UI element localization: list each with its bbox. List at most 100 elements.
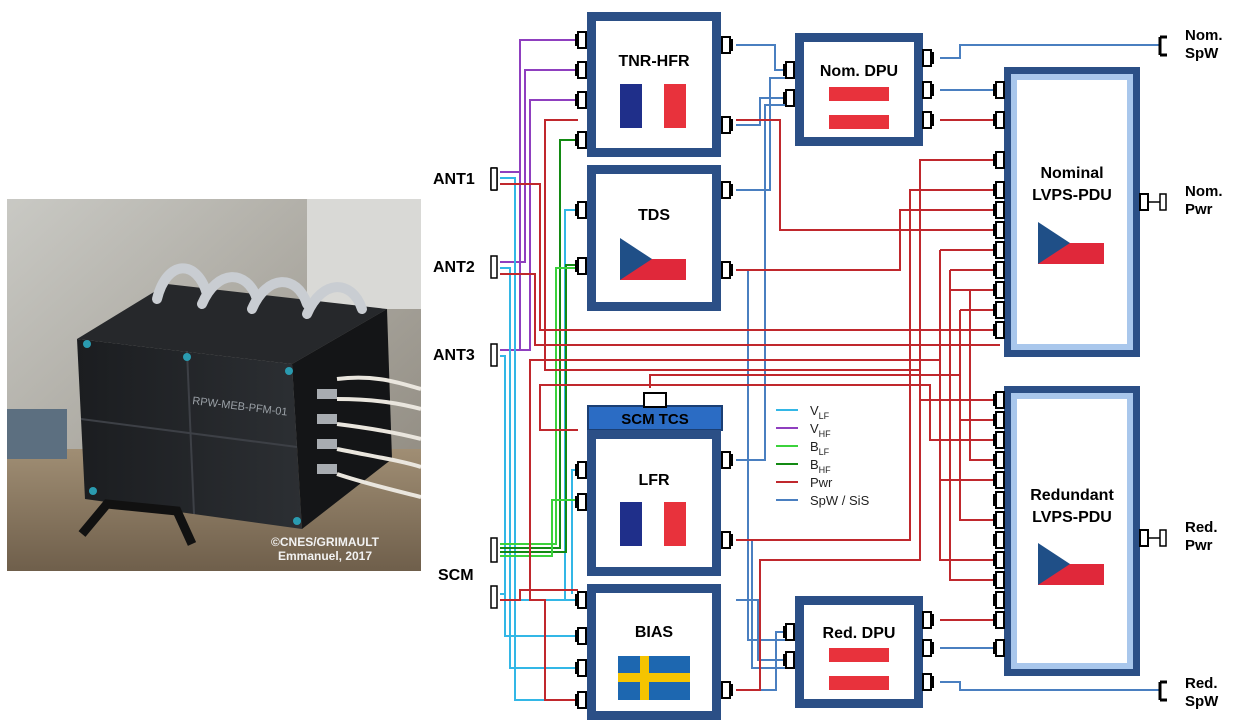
port [575,61,587,79]
port [575,257,587,275]
credit-line-2: Emmanuel, 2017 [277,549,373,563]
legend-label-sub: LF [819,447,830,457]
tnr-hfr-label: TNR-HFR [618,53,690,70]
legend-label: Pwr [810,475,833,490]
port [993,411,1005,429]
port [993,471,1005,489]
port [721,181,733,199]
nom-spw-line1: Nom. [1185,27,1223,44]
port [922,81,934,99]
port [575,201,587,219]
tds-label: TDS [638,207,670,224]
wiring [500,39,1160,701]
scm-tcs-bar: SCM TCS [587,392,723,431]
lfr-box: LFR [587,430,721,576]
port [575,591,587,609]
legend-label-sub: HF [819,465,831,475]
scm-connector-1 [490,537,498,563]
lfr-label: LFR [638,472,670,489]
legend-label-sub: LF [819,411,830,421]
port [575,131,587,149]
port [993,551,1005,569]
port [721,36,733,54]
red-pwr-line1: Red. [1185,519,1218,536]
port [993,591,1005,609]
port [993,301,1005,319]
czech-flag [1038,543,1104,585]
port [575,493,587,511]
spw-wires [736,44,1160,691]
port [993,571,1005,589]
port [993,511,1005,529]
port [922,49,934,67]
port [993,639,1005,657]
ant3-label: ANT3 [433,347,475,364]
red-spw-line1: Red. [1185,675,1218,692]
nom-dpu-label: Nom. DPU [820,63,898,80]
nom-pwr-line2: Pwr [1185,201,1213,218]
nominal-lvps-line2: LVPS-PDU [1032,187,1112,204]
nom-pwr-output: Nom. Pwr [1139,183,1223,218]
port [993,281,1005,299]
port [993,111,1005,129]
tnr-hfr-box: TNR-HFR [587,12,721,157]
czech-flag [1038,222,1104,264]
port [721,261,733,279]
legend-label-sub: HF [819,429,831,439]
france-flag [620,502,686,546]
legend-label: VHF [810,421,831,439]
tds-box: TDS [587,165,721,311]
austria-flag [829,648,889,690]
port [575,91,587,109]
port [721,531,733,549]
red-spw-output: Red. SpW [1158,675,1219,710]
nom-spw-output: Nom. SpW [1158,27,1223,62]
port [993,261,1005,279]
port [993,151,1005,169]
port [575,461,587,479]
nominal-lvps-line1: Nominal [1040,165,1103,182]
pwr-wires [500,119,1000,701]
legend-label-main: B [810,457,819,472]
redundant-lvps-pdu-box: Redundant LVPS-PDU [1004,386,1140,676]
port [993,431,1005,449]
input-connectors [490,167,498,609]
port [993,491,1005,509]
port [575,659,587,677]
port [993,531,1005,549]
port [575,691,587,709]
port [922,611,934,629]
czech-flag [620,238,686,280]
port [993,221,1005,239]
ant3-connector [490,343,498,367]
port [993,321,1005,339]
port [783,61,795,79]
nom-spw-line2: SpW [1185,45,1219,62]
legend-label-main: B [810,439,819,454]
legend-label: VLF [810,403,830,421]
port [922,639,934,657]
blf-wires [500,267,578,557]
port [783,623,795,641]
port [993,81,1005,99]
france-flag [620,84,686,128]
red-spw-line2: SpW [1185,693,1219,710]
nom-pwr-line1: Nom. [1185,183,1223,200]
legend-label: BHF [810,457,831,475]
ant1-connector [490,167,498,191]
bias-box: BIAS [587,584,721,720]
port [993,391,1005,409]
bias-label: BIAS [635,624,674,641]
legend-label: SpW / SiS [810,493,870,508]
port [993,611,1005,629]
scm-tcs-label: SCM TCS [621,411,689,428]
port [993,451,1005,469]
legend-label-main: V [810,403,819,418]
red-dpu-box: Red. DPU [795,596,923,708]
port [721,451,733,469]
red-dpu-label: Red. DPU [823,625,896,642]
legend-label-main: Pwr [810,475,833,490]
ant2-label: ANT2 [433,259,475,276]
port [575,627,587,645]
